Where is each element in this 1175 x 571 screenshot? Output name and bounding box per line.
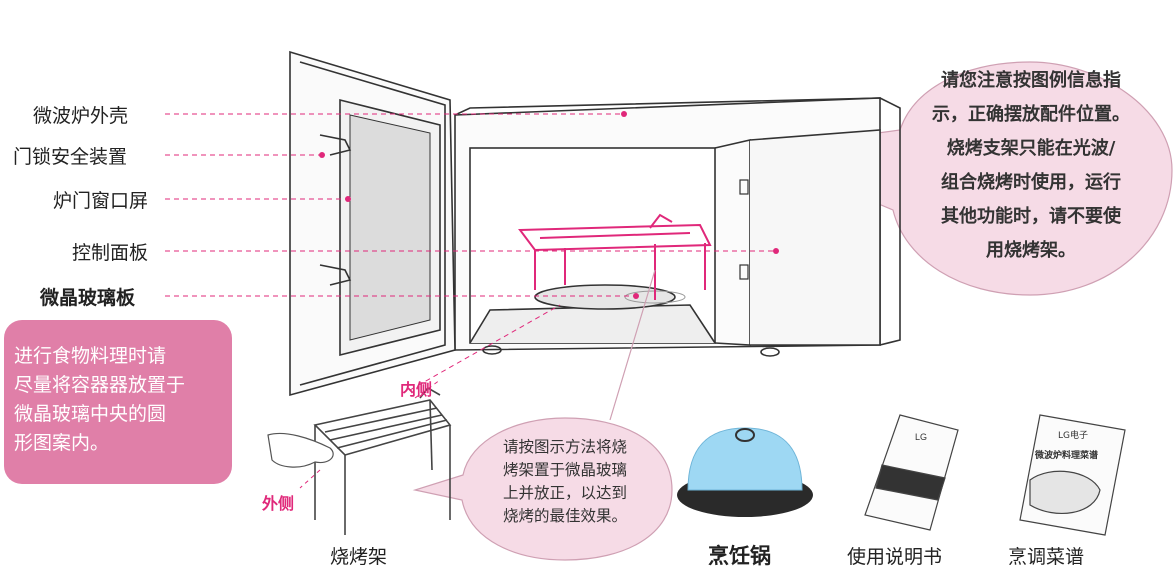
manual-booklet-drawing (864, 414, 959, 531)
label-glass-tray: 微晶玻璃板 (40, 287, 136, 309)
recipe-cover-title: 微波炉料理菜谱 (1034, 449, 1098, 461)
callout-line: 上并放正，以达到 (502, 484, 627, 502)
note-line: 形图案内。 (14, 432, 110, 454)
grill-rack-drawing (313, 386, 452, 535)
note-line: 微晶玻璃中央的圆 (14, 403, 167, 425)
hand-drawing (267, 432, 334, 468)
rack-arrows (299, 379, 441, 489)
leader-lines (165, 113, 775, 391)
label-outer-side: 外侧 (262, 494, 295, 513)
placement-note: 进行食物料理时请 尽量将容器器放置于 微晶玻璃中央的圆 形图案内。 (4, 320, 232, 484)
label-control-panel: 控制面板 (72, 242, 149, 264)
callout-line: 烧烤支架只能在光波/ (946, 138, 1116, 159)
label-door-lock: 门锁安全装置 (13, 146, 128, 168)
callout-line: 示，正确摆放配件位置。 (932, 104, 1130, 125)
rack-inside (518, 213, 712, 300)
callout-line: 请按图示方法将烧 (502, 438, 627, 456)
label-door-window: 炉门窗口屏 (53, 190, 149, 212)
caption-cooking-pot: 烹饪锅 (708, 544, 771, 568)
note-line: 尽量将容器器放置于 (14, 374, 186, 396)
callout-large-text: 请您注意按图例信息指 示，正确摆放配件位置。 烧烤支架只能在光波/ 组合烧烤时使… (897, 64, 1165, 268)
label-inner-side: 内侧 (400, 380, 433, 399)
callout-line: 其他功能时，请不要使 (941, 206, 1121, 227)
label-outer-shell: 微波炉外壳 (33, 105, 129, 127)
microwave-door (289, 50, 456, 397)
callout-bubble-small (412, 269, 673, 561)
callout-line: 请您注意按图例信息指 (941, 70, 1121, 91)
caption-recipe: 烹调菜谱 (1008, 546, 1085, 568)
caption-grill-rack: 烧烤架 (330, 546, 388, 568)
callout-small-text: 请按图示方法将烧 烤架置于微晶玻璃 上并放正，以达到 烧烤的最佳效果。 (470, 436, 660, 528)
microwave-body (454, 97, 901, 357)
leader-dots (319, 111, 779, 299)
manual-cover-logo: LG (915, 432, 927, 442)
callout-line: 用烧烤架。 (986, 240, 1076, 261)
recipe-book-drawing (1019, 414, 1126, 536)
recipe-cover-logo: LG电子 (1058, 429, 1088, 441)
callout-line: 烧烤的最佳效果。 (502, 507, 627, 525)
note-line: 进行食物料理时请 (14, 345, 167, 367)
callout-bubble-large (747, 61, 1173, 296)
callout-line: 组合烧烤时使用，运行 (941, 172, 1121, 193)
caption-manual: 使用说明书 (847, 546, 943, 568)
cooking-pot-drawing (677, 427, 813, 517)
callout-line: 烤架置于微晶玻璃 (502, 461, 627, 479)
